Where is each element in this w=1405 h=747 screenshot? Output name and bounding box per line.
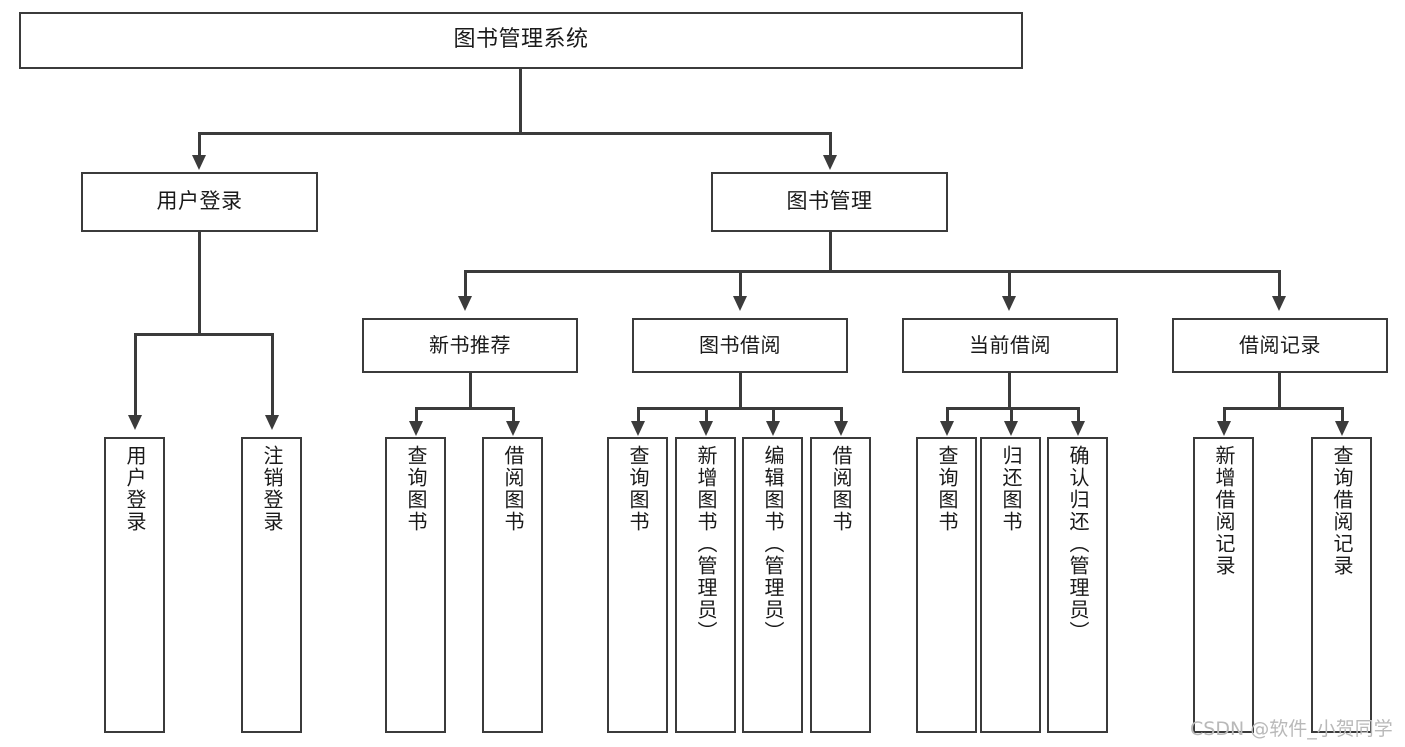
leaf-book-borrow-edit[interactable]: 编辑图书（管理员） bbox=[742, 437, 803, 733]
arrowhead-user-login-leaf-1 bbox=[128, 415, 142, 430]
arrowhead-book-manage-book-borrow bbox=[733, 296, 747, 311]
node-label: 新书推荐 bbox=[429, 333, 511, 358]
edge-current-borrow-to-leaf-3 bbox=[1077, 407, 1080, 424]
leaf-current-borrow-return[interactable]: 归还图书 bbox=[980, 437, 1041, 733]
edge-root-to-book-manage bbox=[829, 132, 832, 157]
leaf-book-borrow-borrow[interactable]: 借阅图书 bbox=[810, 437, 871, 733]
edge-new-book-trunk bbox=[469, 373, 472, 409]
arrowhead-user-login-leaf-2 bbox=[265, 415, 279, 430]
node-label: 当前借阅 bbox=[969, 333, 1051, 358]
edge-book-manage-to-book-borrow bbox=[739, 270, 742, 298]
arrowhead-new-book-leaf-1 bbox=[409, 421, 423, 436]
node-label: 图书管理 bbox=[786, 189, 873, 214]
edge-book-borrow-trunk bbox=[739, 373, 742, 409]
node-borrow-record[interactable]: 借阅记录 bbox=[1172, 318, 1388, 373]
edge-current-borrow-trunk bbox=[1008, 373, 1011, 409]
edge-book-manage-to-new-book bbox=[464, 270, 467, 298]
node-label: 用户登录 bbox=[156, 189, 243, 214]
arrowhead-current-borrow-leaf-2 bbox=[1004, 421, 1018, 436]
arrowhead-current-borrow-leaf-1 bbox=[940, 421, 954, 436]
edge-root-to-user-login bbox=[198, 132, 201, 157]
node-label: 借阅图书 bbox=[501, 445, 525, 533]
node-label: 借阅图书 bbox=[829, 445, 853, 533]
node-label: 图书管理系统 bbox=[453, 27, 589, 53]
leaf-new-book-borrow[interactable]: 借阅图书 bbox=[482, 437, 543, 733]
edge-user-login-to-leaf-2 bbox=[271, 333, 274, 417]
arrowhead-borrow-record-leaf-1 bbox=[1217, 421, 1231, 436]
edge-book-borrow-to-leaf-1 bbox=[637, 407, 640, 424]
arrowhead-book-manage-current-borrow bbox=[1002, 296, 1016, 311]
arrowhead-root-to-book-manage bbox=[823, 155, 837, 170]
node-label: 图书借阅 bbox=[699, 333, 781, 358]
arrowhead-new-book-leaf-2 bbox=[506, 421, 520, 436]
edge-root-split-bar bbox=[198, 132, 831, 135]
arrowhead-borrow-record-leaf-2 bbox=[1335, 421, 1349, 436]
edge-book-borrow-split-bar bbox=[637, 407, 842, 410]
leaf-book-borrow-query[interactable]: 查询图书 bbox=[607, 437, 668, 733]
edge-new-book-split-bar bbox=[415, 407, 514, 410]
node-current-borrow[interactable]: 当前借阅 bbox=[902, 318, 1118, 373]
edge-user-login-to-leaf-1 bbox=[134, 333, 137, 417]
node-label: 注销登录 bbox=[260, 445, 284, 533]
node-label: 查询借阅记录 bbox=[1330, 445, 1354, 577]
edge-current-borrow-split-bar bbox=[946, 407, 1079, 410]
edge-book-borrow-to-leaf-3 bbox=[772, 407, 775, 424]
arrowhead-book-manage-new-book bbox=[458, 296, 472, 311]
node-user-login[interactable]: 用户登录 bbox=[81, 172, 318, 232]
node-label: 新增图书（管理员） bbox=[694, 445, 718, 643]
node-label: 查询图书 bbox=[935, 445, 959, 533]
leaf-borrow-record-query[interactable]: 查询借阅记录 bbox=[1311, 437, 1372, 733]
leaf-current-borrow-query[interactable]: 查询图书 bbox=[916, 437, 977, 733]
node-new-book-recommend[interactable]: 新书推荐 bbox=[362, 318, 578, 373]
leaf-current-borrow-confirm-return[interactable]: 确认归还（管理员） bbox=[1047, 437, 1108, 733]
node-book-manage[interactable]: 图书管理 bbox=[711, 172, 948, 232]
node-book-borrow[interactable]: 图书借阅 bbox=[632, 318, 848, 373]
edge-root-trunk bbox=[519, 69, 522, 134]
leaf-borrow-record-add[interactable]: 新增借阅记录 bbox=[1193, 437, 1254, 733]
node-label: 借阅记录 bbox=[1239, 333, 1321, 358]
edge-new-book-to-leaf-1 bbox=[415, 407, 418, 424]
edge-user-login-split-bar bbox=[134, 333, 273, 336]
node-root-system[interactable]: 图书管理系统 bbox=[19, 12, 1023, 69]
edge-book-borrow-to-leaf-4 bbox=[840, 407, 843, 424]
arrowhead-book-borrow-leaf-1 bbox=[631, 421, 645, 436]
node-label: 查询图书 bbox=[404, 445, 428, 533]
edge-book-manage-to-borrow-record bbox=[1278, 270, 1281, 298]
arrowhead-root-to-user-login bbox=[192, 155, 206, 170]
edge-borrow-record-trunk bbox=[1278, 373, 1281, 409]
node-label: 查询图书 bbox=[626, 445, 650, 533]
leaf-user-login-login[interactable]: 用户登录 bbox=[104, 437, 165, 733]
edge-borrow-record-split-bar bbox=[1223, 407, 1343, 410]
leaf-new-book-query[interactable]: 查询图书 bbox=[385, 437, 446, 733]
node-label: 确认归还（管理员） bbox=[1066, 445, 1090, 643]
arrowhead-book-borrow-leaf-2 bbox=[699, 421, 713, 436]
edge-book-manage-to-current-borrow bbox=[1008, 270, 1011, 298]
arrowhead-book-borrow-leaf-3 bbox=[766, 421, 780, 436]
edge-book-manage-split-bar bbox=[464, 270, 1280, 273]
edge-current-borrow-to-leaf-2 bbox=[1010, 407, 1013, 424]
arrowhead-current-borrow-leaf-3 bbox=[1071, 421, 1085, 436]
arrowhead-book-manage-borrow-record bbox=[1272, 296, 1286, 311]
leaf-user-login-logout[interactable]: 注销登录 bbox=[241, 437, 302, 733]
node-label: 用户登录 bbox=[123, 445, 147, 533]
edge-new-book-to-leaf-2 bbox=[512, 407, 515, 424]
edge-borrow-record-to-leaf-1 bbox=[1223, 407, 1226, 424]
edge-borrow-record-to-leaf-2 bbox=[1341, 407, 1344, 424]
node-label: 新增借阅记录 bbox=[1212, 445, 1236, 577]
node-label: 归还图书 bbox=[999, 445, 1023, 533]
leaf-book-borrow-add[interactable]: 新增图书（管理员） bbox=[675, 437, 736, 733]
node-label: 编辑图书（管理员） bbox=[761, 445, 785, 643]
edge-current-borrow-to-leaf-1 bbox=[946, 407, 949, 424]
edge-user-login-trunk bbox=[198, 232, 201, 335]
arrowhead-book-borrow-leaf-4 bbox=[834, 421, 848, 436]
edge-book-borrow-to-leaf-2 bbox=[705, 407, 708, 424]
edge-book-manage-trunk bbox=[829, 232, 832, 272]
